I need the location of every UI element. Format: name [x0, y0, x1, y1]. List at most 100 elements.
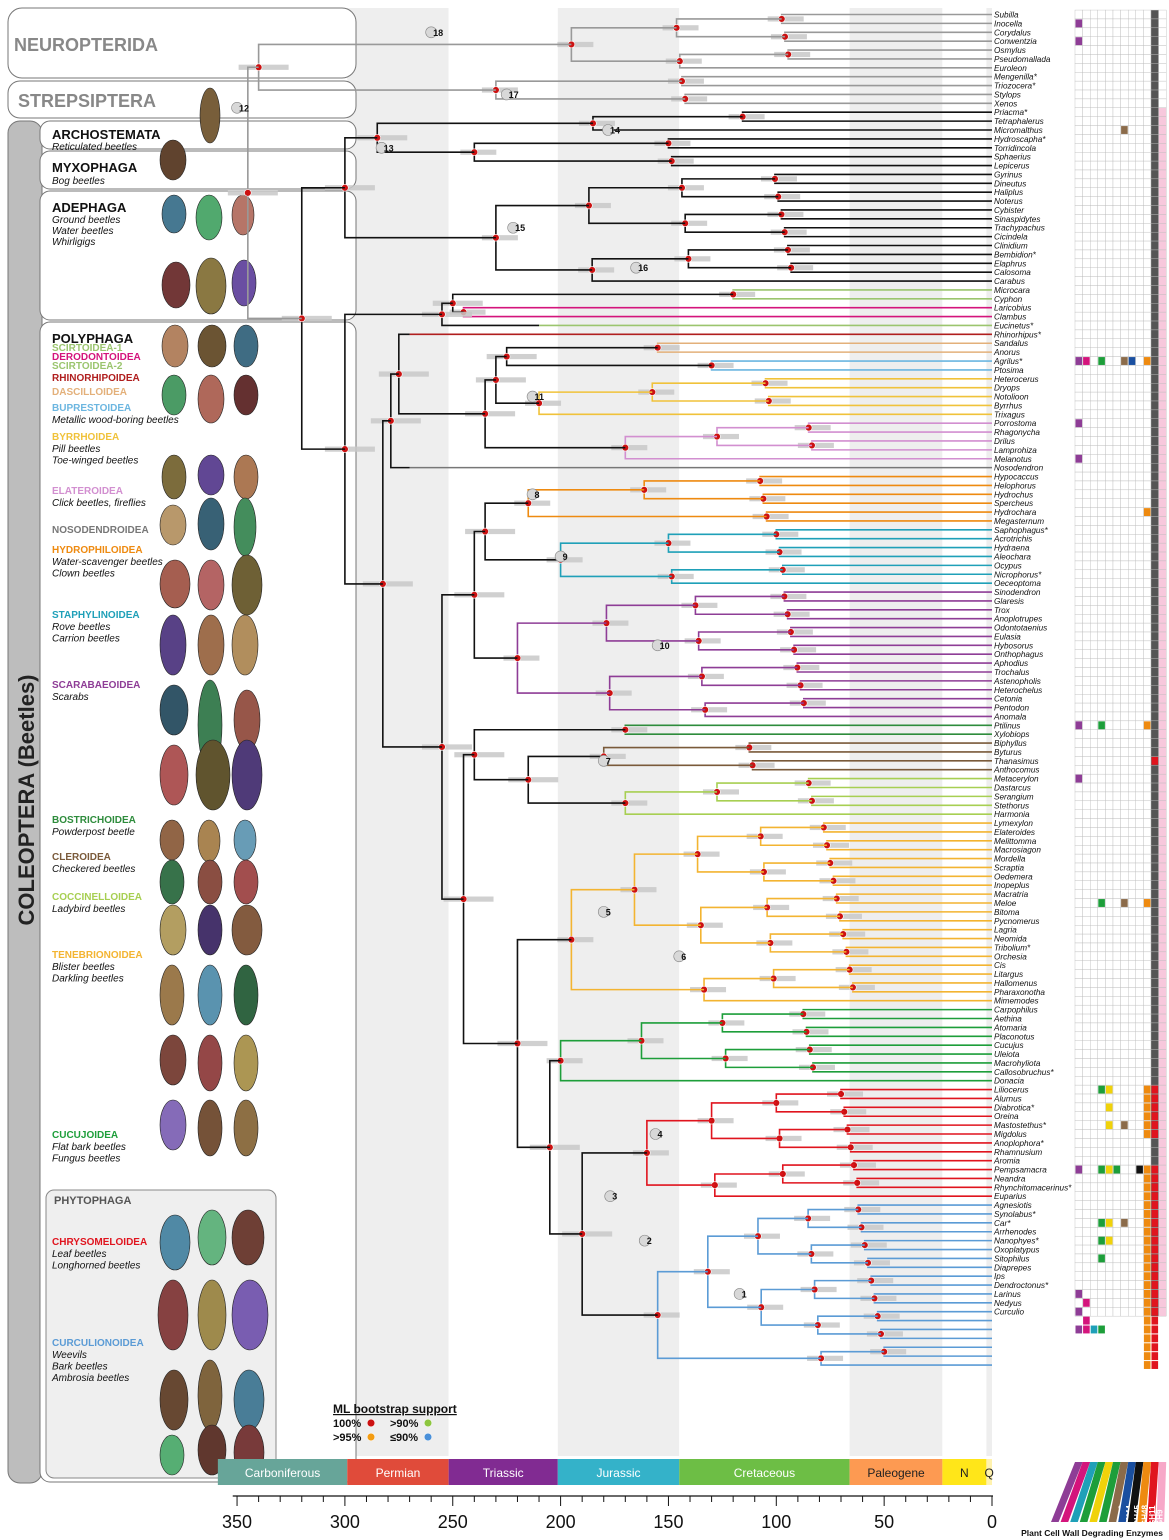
enzyme-cell: [1097, 347, 1106, 357]
enzyme-cell: [1082, 267, 1091, 277]
enzyme-column-header: [1156, 1462, 1167, 1522]
enzyme-cell: [1089, 933, 1098, 944]
enzyme-cell: [1120, 45, 1129, 55]
enzyme-cell: [1127, 72, 1136, 82]
enzyme-cell: [1158, 942, 1167, 953]
enzyme-cell: [1158, 418, 1167, 428]
taxon-label: Oeceoptoma: [994, 579, 1041, 588]
enzyme-presence: [1143, 1165, 1151, 1174]
enzyme-cell: [1127, 445, 1136, 455]
enzyme-cell: [1158, 1227, 1167, 1237]
taxon-label: Oxoplatypus: [994, 1246, 1040, 1255]
taxon-label: Xenos: [993, 99, 1017, 108]
period-band: [347, 8, 449, 1456]
enzyme-cell: [1127, 1067, 1136, 1077]
enzyme-cell: [1089, 649, 1098, 659]
enzyme-cell: [1127, 1120, 1136, 1130]
enzyme-cell: [1074, 649, 1083, 659]
enzyme-cell: [1112, 773, 1121, 784]
enzyme-cell: [1127, 1164, 1136, 1175]
enzyme-cell: [1135, 125, 1144, 135]
enzyme-cell: [1150, 400, 1159, 411]
enzyme-cell: [1120, 1253, 1129, 1264]
enzyme-cell: [1135, 98, 1144, 108]
enzyme-cell: [1158, 649, 1167, 659]
enzyme-cell: [1074, 605, 1083, 615]
enzyme-cell: [1120, 374, 1129, 384]
taxon-label: Dineutus: [994, 179, 1026, 188]
enzyme-cell: [1143, 152, 1152, 162]
enzyme-cell: [1158, 836, 1167, 846]
enzyme-cell: [1097, 391, 1106, 402]
age-bar: [803, 1322, 840, 1328]
enzyme-cell: [1158, 214, 1167, 224]
enzyme-cell: [1135, 738, 1144, 748]
node-number-badge: [597, 755, 610, 767]
enzyme-cell: [1097, 383, 1106, 393]
enzyme-cell: [1082, 391, 1091, 402]
legend-swatch: [366, 1418, 376, 1428]
node-number: 12: [239, 103, 249, 113]
enzyme-cell: [1135, 498, 1144, 508]
enzyme-cell: [1074, 925, 1083, 935]
enzyme-presence: [1151, 1192, 1159, 1201]
enzyme-cell: [1158, 480, 1167, 491]
enzyme-cell: [1082, 258, 1091, 268]
enzyme-cell: [1127, 54, 1136, 64]
age-bar: [595, 690, 632, 696]
enzyme-cell: [1120, 1164, 1129, 1175]
enzyme-presence: [1143, 1289, 1151, 1298]
enzyme-cell: [1127, 45, 1136, 55]
enzyme-cell: [1089, 498, 1098, 508]
enzyme-cell: [1105, 853, 1114, 864]
enzyme-cell: [1074, 1209, 1083, 1219]
enzyme-cell: [1120, 1076, 1129, 1086]
enzyme-cell: [1112, 1049, 1121, 1059]
enzyme-cell: [1150, 987, 1159, 997]
enzyme-presence: [1143, 1112, 1151, 1121]
enzyme-cell: [1097, 294, 1106, 304]
enzyme-cell: [1112, 551, 1121, 562]
enzyme-cell: [1150, 622, 1159, 633]
enzyme-cell: [1127, 1182, 1136, 1192]
enzyme-cell: [1112, 791, 1121, 802]
enzyme-cell: [1105, 534, 1114, 544]
enzyme-cell: [1089, 383, 1098, 393]
enzyme-cell: [1112, 605, 1121, 615]
taxon-label: Porrostoma: [994, 419, 1037, 428]
enzyme-cell: [1105, 960, 1114, 970]
enzyme-cell: [1105, 89, 1114, 100]
enzyme-cell: [1074, 996, 1083, 1006]
enzyme-cell: [1074, 489, 1083, 499]
enzyme-cell: [1127, 152, 1136, 162]
enzyme-cell: [1150, 702, 1159, 713]
age-bar: [475, 377, 526, 383]
enzyme-cell: [1074, 1235, 1083, 1246]
taxon-label: Hypocaccus: [994, 473, 1039, 482]
enzyme-cell: [1120, 773, 1129, 784]
enzyme-cell: [1105, 596, 1114, 606]
enzyme-cell: [1135, 987, 1144, 997]
enzyme-cell: [1097, 942, 1106, 953]
enzyme-cell: [1105, 711, 1114, 722]
enzyme-cell: [1097, 1102, 1106, 1112]
enzyme-cell: [1089, 818, 1098, 828]
enzyme-cell: [1082, 160, 1091, 171]
enzyme-cell: [1082, 729, 1091, 739]
enzyme-cell: [1135, 9, 1144, 20]
enzyme-cell: [1127, 311, 1136, 322]
enzyme-cell: [1074, 702, 1083, 713]
enzyme-cell: [1105, 205, 1114, 215]
enzyme-cell: [1112, 1280, 1121, 1290]
enzyme-cell: [1158, 1102, 1167, 1112]
enzyme-cell: [1120, 489, 1129, 499]
age-bar: [754, 398, 791, 404]
enzyme-cell: [1105, 1227, 1114, 1237]
enzyme-cell: [1105, 107, 1114, 117]
enzyme-cell: [1074, 1227, 1083, 1237]
enzyme-cell: [1150, 54, 1159, 64]
enzyme-cell: [1150, 560, 1159, 571]
enzyme-cell: [1150, 969, 1159, 979]
enzyme-cell: [1120, 18, 1129, 29]
enzyme-cell: [1127, 489, 1136, 499]
